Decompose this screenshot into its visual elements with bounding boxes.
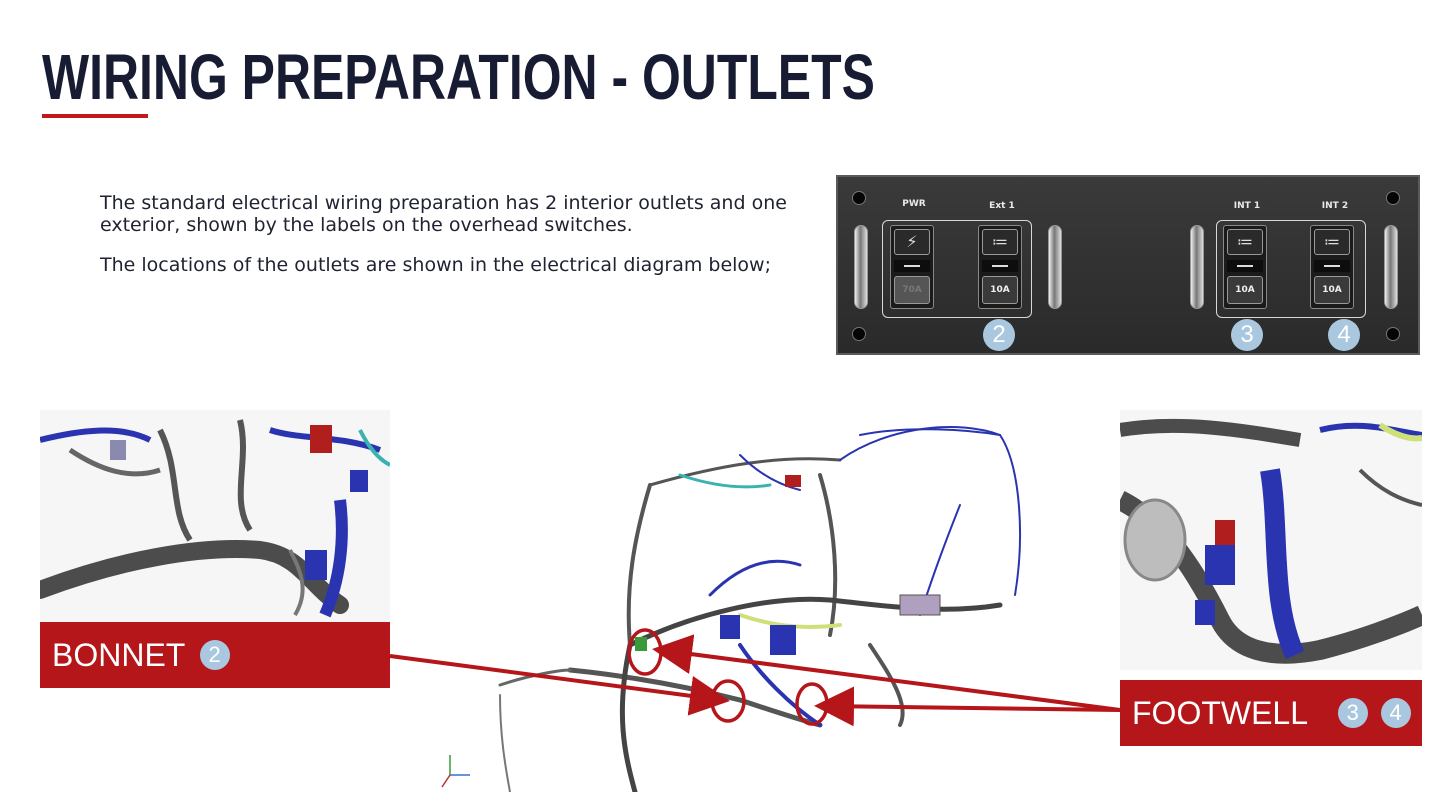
overhead-switch-panel: PWR Ext 1 INT 1 INT 2 ⚡ 70A ≔ 10A ≔ 10A … <box>836 175 1420 355</box>
footwell-closeup-image <box>1120 410 1422 670</box>
outlet-number-badge: 2 <box>199 639 230 670</box>
outlet-number-badge: 3 <box>1231 319 1263 351</box>
panel-rail <box>854 225 868 309</box>
switch-ext1[interactable]: ≔ 10A <box>978 225 1022 309</box>
switch-label-int2: INT 2 <box>1321 201 1349 211</box>
switch-pwr[interactable]: ⚡ 70A <box>890 225 934 309</box>
switch-indicator <box>894 260 930 272</box>
outlet-number-badge: 4 <box>1380 697 1411 728</box>
outlet-icon: ≔ <box>1227 229 1263 255</box>
panel-rail <box>1384 225 1398 309</box>
footwell-callout: FOOTWELL 3 4 <box>1120 680 1422 746</box>
switch-indicator <box>1227 260 1263 272</box>
outlet-number-badge: 4 <box>1328 319 1360 351</box>
bonnet-callout: BONNET 2 <box>40 622 390 688</box>
outlet-icon: ≔ <box>1314 229 1350 255</box>
screw-icon <box>1386 191 1400 205</box>
intro-paragraph-1: The standard electrical wiring preparati… <box>100 192 787 236</box>
switch-group-right <box>1216 220 1366 318</box>
outlet-number-badge: 2 <box>983 319 1015 351</box>
screw-icon <box>852 327 866 341</box>
lightning-icon: ⚡ <box>894 229 930 255</box>
switch-rating: 70A <box>894 276 930 304</box>
screw-icon <box>1386 327 1400 341</box>
bonnet-closeup-image <box>40 410 390 625</box>
intro-paragraph-2: The locations of the outlets are shown i… <box>100 254 771 276</box>
screw-icon <box>852 191 866 205</box>
title-underline <box>42 114 148 118</box>
bonnet-label: BONNET <box>52 637 185 673</box>
switch-int1[interactable]: ≔ 10A <box>1223 225 1267 309</box>
outlet-number-badge: 3 <box>1337 697 1368 728</box>
switch-label-pwr: PWR <box>902 199 926 209</box>
switch-label-int1: INT 1 <box>1233 201 1261 211</box>
switch-group-left <box>882 220 1032 318</box>
page-title: WIRING PREPARATION - OUTLETS <box>42 41 875 113</box>
footwell-label: FOOTWELL <box>1132 695 1307 731</box>
intro-text: The standard electrical wiring preparati… <box>100 192 800 294</box>
switch-int2[interactable]: ≔ 10A <box>1310 225 1354 309</box>
panel-rail <box>1048 225 1062 309</box>
switch-indicator <box>1314 260 1350 272</box>
switch-rating: 10A <box>1227 276 1263 304</box>
panel-rail <box>1190 225 1204 309</box>
switch-rating: 10A <box>982 276 1018 304</box>
wiring-harness-diagram <box>440 415 1080 792</box>
switch-indicator <box>982 260 1018 272</box>
switch-label-ext1: Ext 1 <box>989 201 1015 211</box>
switch-rating: 10A <box>1314 276 1350 304</box>
outlet-icon: ≔ <box>982 229 1018 255</box>
